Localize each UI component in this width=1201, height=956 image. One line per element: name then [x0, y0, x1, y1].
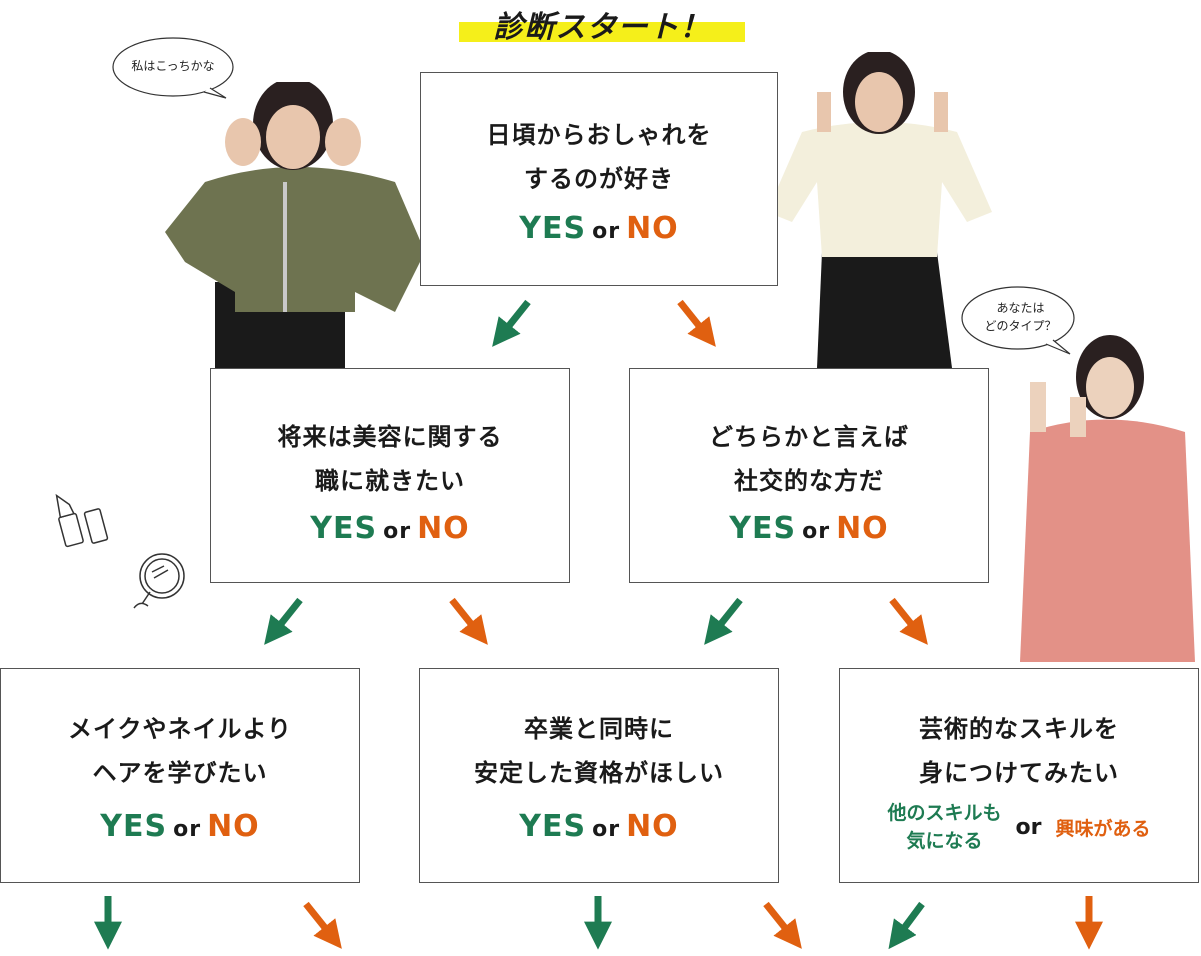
- title-highlight: [459, 22, 745, 42]
- title-block: 診断スタート！: [457, 0, 747, 46]
- yes-label: YES: [729, 511, 797, 546]
- yes-arrow: [492, 299, 531, 347]
- yes-label: YES: [310, 511, 378, 546]
- or-label: or: [592, 817, 621, 842]
- or-label: or: [1015, 814, 1042, 840]
- speech-bubble-right: あなたは どのタイプ？: [958, 282, 1083, 360]
- question-1-line1: 日頃からおしゃれを: [486, 121, 712, 149]
- question-3-line2: 社交的な方だ: [734, 467, 884, 495]
- question-box-6: 芸術的なスキルを 身につけてみたい 他のスキルも 気になる or 興味がある: [839, 668, 1199, 883]
- or-label: or: [383, 519, 412, 544]
- person-right-photo: [1010, 322, 1200, 668]
- question-1-line2: するのが好き: [524, 165, 674, 193]
- alt-answer-a-line2: 気になる: [906, 830, 983, 852]
- no-arrow: [303, 901, 342, 949]
- question-4-line2: ヘアを学びたい: [92, 759, 268, 787]
- person-left-photo: [145, 82, 435, 372]
- mirror-icon: [128, 548, 190, 616]
- no-arrow: [763, 901, 802, 949]
- question-6-line2: 身につけてみたい: [919, 759, 1119, 787]
- alt-answer-a-line1: 他のスキルも: [887, 802, 1002, 824]
- or-label: or: [592, 219, 621, 244]
- speech-bubble-left: 私はこっちかな: [108, 32, 238, 104]
- no-label: NO: [626, 809, 679, 844]
- or-label: or: [173, 817, 202, 842]
- answer-row-6: 他のスキルも 気になる or 興味がある: [840, 799, 1198, 855]
- question-5-line1: 卒業と同時に: [524, 715, 674, 743]
- question-2-line1: 将来は美容に関する: [277, 423, 503, 451]
- speech-bubble-left-text: 私はこっちかな: [131, 59, 215, 73]
- yes-arrow: [704, 597, 743, 645]
- alt-answer-a: 他のスキルも 気になる: [888, 799, 1002, 855]
- yes-label: YES: [519, 211, 587, 246]
- no-arrow: [677, 299, 716, 347]
- no-label: NO: [207, 809, 260, 844]
- question-3-line1: どちらかと言えば: [709, 423, 909, 451]
- question-6-line1: 芸術的なスキルを: [919, 715, 1119, 743]
- yes-arrow: [888, 901, 925, 950]
- lipstick-icon: [52, 485, 117, 560]
- no-label: NO: [836, 511, 889, 546]
- or-label: or: [802, 519, 831, 544]
- yes-label: YES: [519, 809, 587, 844]
- no-arrow: [449, 597, 488, 645]
- question-2-line2: 職に就きたい: [315, 467, 465, 495]
- speech-bubble-right-line1: あなたは: [996, 301, 1045, 315]
- page-title: 診断スタート！: [493, 10, 711, 45]
- yes-label: YES: [100, 809, 168, 844]
- yes-arrow: [264, 597, 303, 645]
- no-label: NO: [417, 511, 470, 546]
- question-4-line1: メイクやネイルより: [67, 715, 293, 743]
- speech-bubble-right-line2: どのタイプ？: [984, 319, 1057, 333]
- person-middle-photo: [752, 52, 1007, 368]
- no-arrow: [889, 597, 928, 645]
- no-label: NO: [626, 211, 679, 246]
- question-5-line2: 安定した資格がほしい: [474, 759, 724, 787]
- alt-answer-b: 興味がある: [1055, 817, 1151, 840]
